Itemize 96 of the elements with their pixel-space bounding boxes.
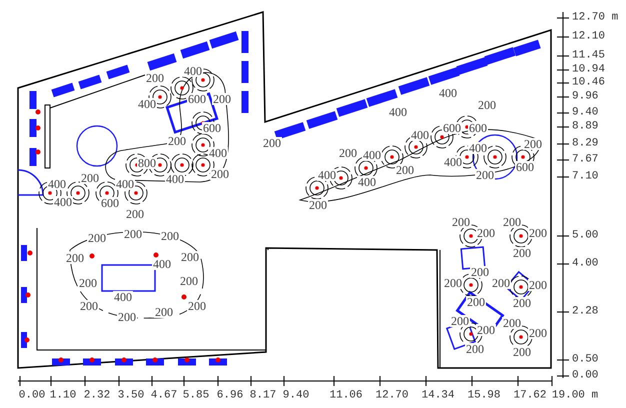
axis-tick-label: 7.10: [572, 172, 598, 182]
contour-value: 400: [317, 169, 337, 181]
axis-tick-label: 10.46: [572, 78, 606, 88]
contour-value: 200: [79, 300, 99, 312]
contour-value: 200: [262, 137, 282, 149]
contour-value: 200: [87, 232, 107, 244]
axis-tick-label: 8.89: [572, 122, 598, 132]
contour-value: 200: [160, 230, 180, 242]
contour-value: 200: [180, 251, 200, 263]
contour-value: 200: [465, 343, 485, 355]
axis-tick-label: 5.00: [572, 230, 598, 242]
contour-value: 400: [137, 98, 157, 110]
contour-value: 200: [466, 296, 486, 308]
contour-value: 400: [388, 106, 408, 118]
contour-value: 200: [523, 138, 543, 150]
axis-tick-label: 15.98: [468, 390, 500, 402]
contour-value: 600: [187, 93, 207, 105]
contour-value: 400: [115, 178, 135, 190]
axis-tick-label: 9.40: [282, 390, 310, 402]
contour-value: 200: [308, 199, 328, 211]
contour-value: 600: [515, 161, 535, 173]
axis-tick-label: 4.00: [572, 258, 598, 270]
contour-value: 400: [362, 149, 382, 161]
axis-tick-label: 0.50: [572, 354, 598, 366]
contour-value: 200: [470, 266, 490, 278]
axis-tick-label: 12.10: [572, 32, 606, 42]
contour-value: 200: [154, 306, 174, 318]
contour-value: 200: [451, 216, 471, 228]
axis-tick-label: 4.67: [150, 390, 178, 402]
axis-tick-label: 6.96: [216, 390, 244, 402]
contour-value: 200: [395, 164, 415, 176]
contour-value: 200: [502, 216, 522, 228]
contour-value: 200: [450, 315, 470, 327]
contour-value: 400: [468, 142, 488, 154]
axis-tick-label: 10.94: [572, 64, 606, 76]
contour-value: 200: [512, 297, 532, 309]
contour-value: 400: [183, 65, 203, 77]
axis-tick-label: 5.85: [182, 390, 210, 402]
axis-tick-label: 14.34: [422, 390, 454, 402]
contour-value: 200: [187, 300, 207, 312]
axis-tick-label: 0.00: [18, 390, 46, 402]
contour-value: 200: [477, 99, 497, 111]
contour-value: 600: [468, 122, 488, 134]
contour-value: 200: [528, 279, 548, 291]
contour-value: 200: [502, 317, 522, 329]
axis-tick-label: 1.10: [50, 390, 76, 402]
axis-tick-label: 8.29: [572, 138, 598, 150]
contour-value: 400: [53, 196, 73, 208]
axis-tick-label: 0.00: [572, 370, 598, 382]
axis-tick-label: 12.70 m: [572, 12, 618, 24]
contour-value: 200: [512, 247, 532, 259]
contour-value: 400: [443, 156, 463, 168]
contour-value: 200: [78, 277, 98, 289]
contour-value: 400: [410, 129, 430, 141]
contour-value: 200: [443, 277, 463, 289]
contour-value: 400: [152, 258, 172, 270]
contour-value: 200: [491, 277, 511, 289]
contour-value: 200: [80, 172, 100, 184]
contour-value: 200: [476, 324, 496, 336]
axis-tick-label: 2.32: [84, 390, 110, 402]
contour-value: 200: [528, 327, 548, 339]
contour-value: 400: [113, 291, 133, 303]
contour-value: 200: [475, 169, 495, 181]
contour-value: 200: [117, 311, 137, 323]
contour-value: 200: [123, 228, 143, 240]
contour-value: 200: [528, 227, 548, 239]
contour-value: 400: [165, 173, 185, 185]
contour-value: 600: [100, 197, 120, 209]
axis-tick-label: 11.45: [572, 50, 606, 62]
axis-tick-label: 11.06: [330, 390, 362, 402]
contour-value: 400: [357, 176, 377, 188]
contour-value: 200: [512, 346, 532, 358]
axis-tick-label: 19.00 m: [552, 390, 598, 402]
axis-tick-label: 2.28: [572, 306, 598, 318]
axis-tick-label: 8.17: [250, 390, 276, 402]
contour-value: 200: [125, 208, 145, 220]
contour-value: 200: [338, 147, 358, 159]
contour-value: 200: [167, 135, 187, 147]
contour-value: 200: [65, 252, 85, 264]
contour-value: 400: [438, 87, 458, 99]
contour-value: 200: [145, 72, 165, 84]
axis-tick-label: 12.70: [376, 390, 408, 402]
contour-value: 400: [208, 147, 228, 159]
contour-value: 400: [47, 178, 67, 190]
axis-tick-label: 9.96: [572, 92, 598, 102]
contour-value: 200: [210, 168, 230, 180]
contour-value: 200: [476, 227, 496, 239]
axis-tick-label: 9.40: [572, 108, 598, 118]
axis-tick-label: 17.62: [514, 390, 546, 402]
axis-tick-label: 7.67: [572, 154, 598, 166]
contour-value: 600: [202, 122, 222, 134]
contour-value: 200: [179, 275, 199, 287]
axis-tick-label: 3.50: [118, 390, 144, 402]
contour-value: 600: [442, 122, 462, 134]
contour-value: 200: [212, 93, 232, 105]
contour-value: 800: [137, 157, 157, 169]
